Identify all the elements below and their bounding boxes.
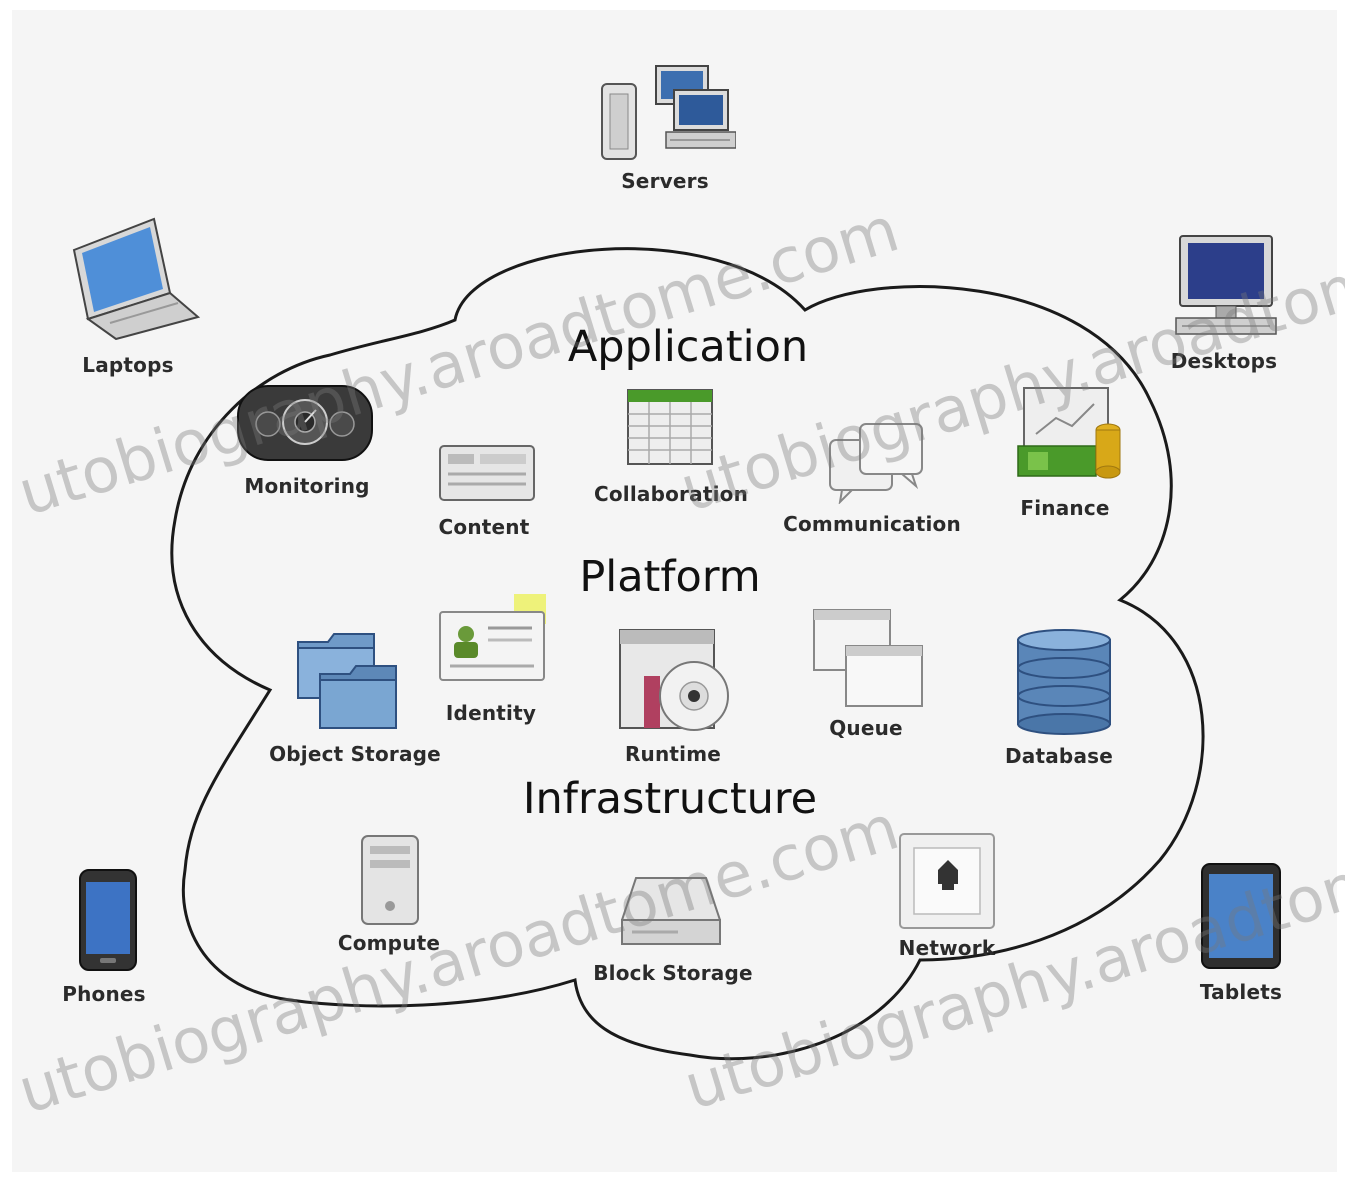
identity-icon [439, 594, 546, 681]
content-icon [439, 445, 535, 501]
communication-icon [829, 423, 923, 504]
phone-icon [79, 869, 137, 971]
laptop-icon [72, 217, 201, 340]
communication-label: Communication [783, 512, 961, 536]
block-storage-icon [621, 877, 721, 945]
desktop-icon [1175, 235, 1277, 335]
finance-label: Finance [1020, 496, 1110, 520]
database-icon [1017, 629, 1111, 735]
collaboration-icon [627, 389, 713, 465]
network-icon [899, 833, 995, 929]
object-storage-label: Object Storage [269, 742, 441, 766]
laptops-label: Laptops [82, 353, 174, 377]
servers-icon [601, 65, 736, 160]
section-infrastructure: Infrastructure [522, 774, 818, 824]
monitoring-label: Monitoring [244, 474, 370, 498]
tablet-icon [1201, 863, 1281, 969]
object-storage-icon [297, 633, 397, 729]
section-platform: Platform [579, 552, 761, 602]
network-label: Network [898, 936, 996, 960]
monitoring-icon [237, 385, 373, 461]
database-label: Database [1004, 744, 1114, 768]
section-application: Application [567, 322, 809, 372]
runtime-label: Runtime [624, 742, 722, 766]
servers-label: Servers [621, 169, 709, 193]
runtime-icon [619, 629, 729, 731]
collaboration-label: Collaboration [593, 482, 749, 506]
desktops-label: Desktops [1170, 349, 1278, 373]
queue-label: Queue [829, 716, 903, 740]
tablets-label: Tablets [1199, 980, 1283, 1004]
block-storage-label: Block Storage [593, 961, 753, 985]
identity-label: Identity [445, 701, 537, 725]
content-label: Content [438, 515, 530, 539]
compute-icon [361, 835, 419, 925]
finance-icon [1017, 387, 1121, 479]
compute-label: Compute [337, 931, 441, 955]
phones-label: Phones [62, 982, 146, 1006]
cloud-shape [170, 247, 1205, 1061]
diagram-background [12, 10, 1337, 1172]
queue-icon [813, 609, 923, 707]
